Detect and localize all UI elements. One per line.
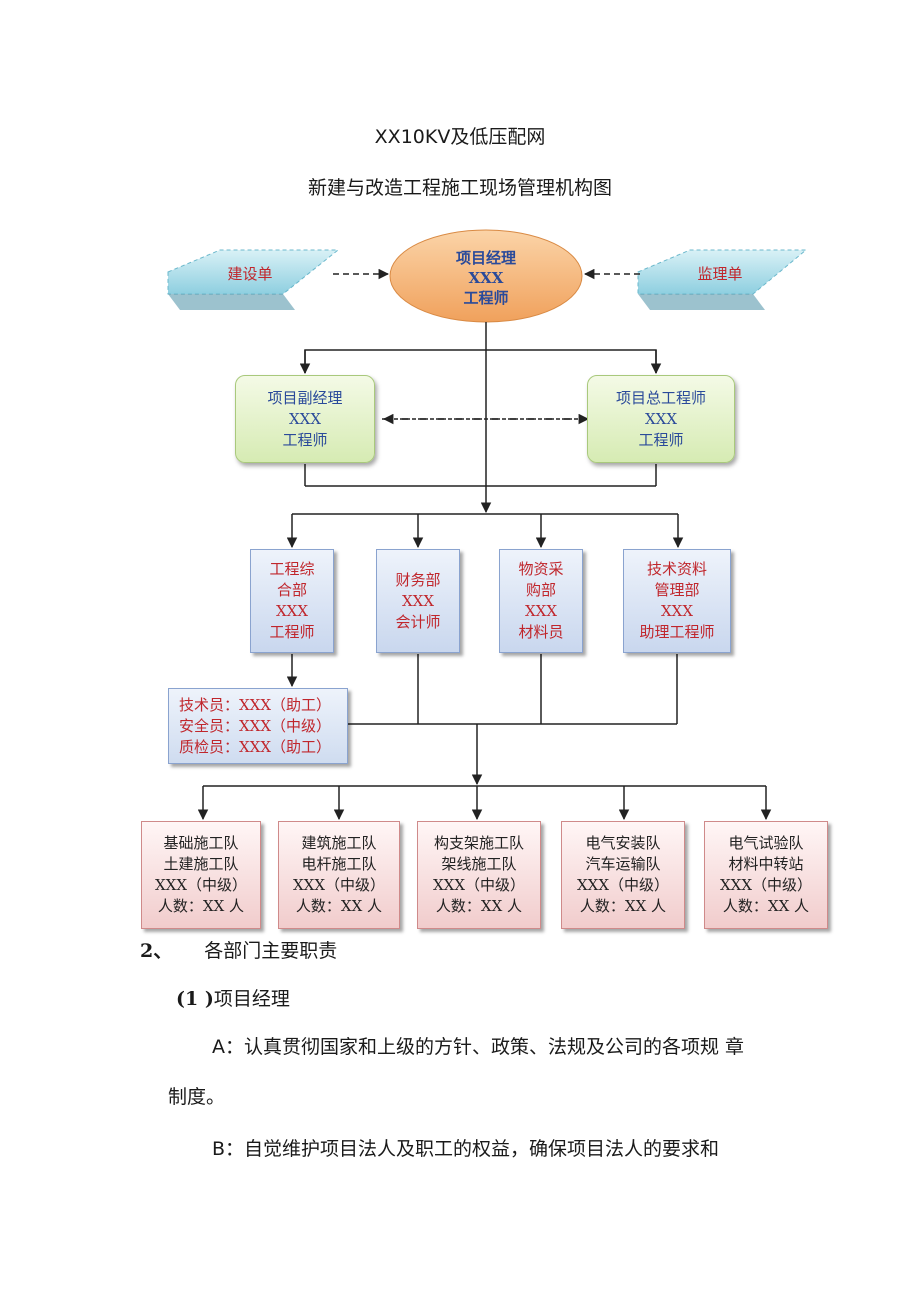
team-line: 电杆施工队	[301, 855, 377, 873]
staff-line: 质检员：XXX（助工）	[179, 737, 332, 756]
dept-line: 技术资料	[646, 560, 707, 578]
subsection-title: 项目经理	[213, 988, 290, 1010]
team-line: XXX（中级）	[719, 876, 813, 894]
team-line: XXX（中级）	[154, 876, 248, 894]
dept-line: 工程综	[269, 560, 315, 578]
team-box: 构支架施工队 架线施工队 XXX（中级） 人数：XX 人	[417, 821, 541, 929]
subsection-heading: (1 )项目经理	[176, 984, 290, 1011]
team-line: 电气试验队	[728, 834, 804, 852]
team-box: 基础施工队 土建施工队 XXX（中级） 人数：XX 人	[141, 821, 261, 929]
chief-role: 项目总工程师	[615, 388, 706, 407]
dept-line: 物资采	[518, 560, 564, 578]
pm-role: 项目经理	[455, 249, 516, 267]
chief-engineer-node: 项目总工程师 XXX 工程师	[587, 375, 735, 463]
dept-line: XXX	[660, 602, 694, 620]
client-diamond	[167, 249, 340, 295]
dept-line: 管理部	[654, 581, 700, 599]
team-line: 人数：XX 人	[722, 897, 810, 915]
deputy-title: 工程师	[282, 430, 328, 449]
team-line: 电气安装队	[585, 834, 661, 852]
section-heading: 2、 各部门主要职责	[140, 936, 337, 963]
team-line: 人数：XX 人	[435, 897, 523, 915]
dept-line: XXX	[275, 602, 309, 620]
team-box: 建筑施工队 电杆施工队 XXX（中级） 人数：XX 人	[278, 821, 400, 929]
supervisor-label: 监理单	[697, 264, 743, 283]
team-line: 人数：XX 人	[157, 897, 245, 915]
team-line: 建筑施工队	[301, 834, 377, 852]
team-line: XXX（中级）	[432, 876, 526, 894]
dept-line: XXX	[524, 602, 558, 620]
team-line: 基础施工队	[163, 834, 239, 852]
team-line: 汽车运输队	[585, 855, 661, 873]
team-line: 土建施工队	[163, 855, 239, 873]
dept-tech-docs: 技术资料 管理部 XXX 助理工程师	[623, 549, 731, 653]
dept-line: 材料员	[518, 623, 564, 641]
dept-line: XXX	[401, 591, 435, 610]
dept-line: 会计师	[395, 612, 441, 631]
dept-engineering: 工程综 合部 XXX 工程师	[250, 549, 334, 653]
staff-line: 技术员：XXX（助工）	[179, 695, 332, 714]
dept-procurement: 物资采 购部 XXX 材料员	[499, 549, 583, 653]
dept-line: 助理工程师	[639, 623, 715, 641]
team-box: 电气试验队 材料中转站 XXX（中级） 人数：XX 人	[704, 821, 828, 929]
dept-line: 合部	[276, 581, 307, 599]
chief-title: 工程师	[638, 430, 684, 449]
document-title-line1: XX10KV及低压配网	[374, 126, 546, 148]
supervisor-diamond	[637, 249, 808, 295]
deputy-role: 项目副经理	[267, 388, 343, 407]
staff-box: 技术员：XXX（助工） 安全员：XXX（中级） 质检员：XXX（助工）	[168, 688, 348, 764]
deputy-manager-node: 项目副经理 XXX 工程师	[235, 375, 375, 463]
team-line: XXX（中级）	[576, 876, 670, 894]
pm-title: 工程师	[463, 289, 509, 307]
team-box: 电气安装队 汽车运输队 XXX（中级） 人数：XX 人	[561, 821, 685, 929]
staff-line: 安全员：XXX（中级）	[179, 716, 332, 735]
paragraph-b: B：自觉维护项目法人及职工的权益，确保项目法人的要求和	[212, 1138, 720, 1160]
chief-name: XXX	[644, 409, 678, 428]
section-number: 2、	[140, 940, 173, 962]
team-line: 构支架施工队	[433, 834, 524, 852]
team-line: 材料中转站	[728, 855, 804, 873]
dept-line: 工程师	[269, 623, 315, 641]
dept-finance: 财务部 XXX 会计师	[376, 549, 460, 653]
team-line: 架线施工队	[441, 855, 517, 873]
deputy-name: XXX	[288, 409, 322, 428]
client-label: 建设单	[227, 264, 273, 283]
dept-line: 财务部	[395, 570, 441, 589]
paragraph-a-continued: 制度。	[168, 1086, 226, 1108]
section-title: 各部门主要职责	[204, 940, 338, 962]
document-title-line2: 新建与改造工程施工现场管理机构图	[307, 177, 612, 199]
project-manager-node: 项目经理 XXX 工程师	[410, 247, 562, 309]
team-line: 人数：XX 人	[579, 897, 667, 915]
subsection-number: (1 )	[176, 988, 214, 1010]
team-line: XXX（中级）	[292, 876, 386, 894]
pm-name: XXX	[468, 269, 504, 287]
dept-line: 购部	[525, 581, 556, 599]
paragraph-a: A：认真贯彻国家和上级的方针、政策、法规及公司的各项规 章	[212, 1036, 745, 1058]
org-chart	[167, 229, 808, 821]
team-line: 人数：XX 人	[295, 897, 383, 915]
